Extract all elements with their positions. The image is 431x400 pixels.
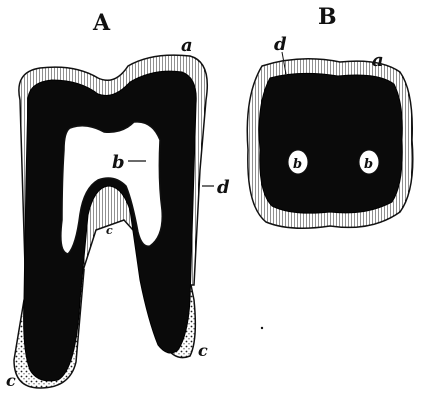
label-b-canal-left: b [293, 157, 302, 172]
label-a-cross-enamel: a [372, 50, 384, 71]
label-a-enamel: a [181, 35, 193, 56]
label-c-cement-right: c [198, 341, 208, 360]
panel-letter-a: A [92, 10, 111, 36]
label-d-cross-dentine: d [274, 34, 287, 55]
label-c-cement-left: c [6, 371, 16, 390]
label-c-cement-center: c [106, 224, 113, 237]
panel-letter-b: B [318, 4, 337, 30]
label-b-canal-right: b [364, 157, 373, 172]
label-d-dentine: d [217, 177, 230, 198]
molar-longitudinal-section [14, 55, 214, 388]
label-b-pulp: b [112, 152, 125, 173]
tooth-cross-section [247, 52, 413, 228]
stray-dot [261, 327, 263, 329]
cross-section-dentine [259, 73, 402, 213]
